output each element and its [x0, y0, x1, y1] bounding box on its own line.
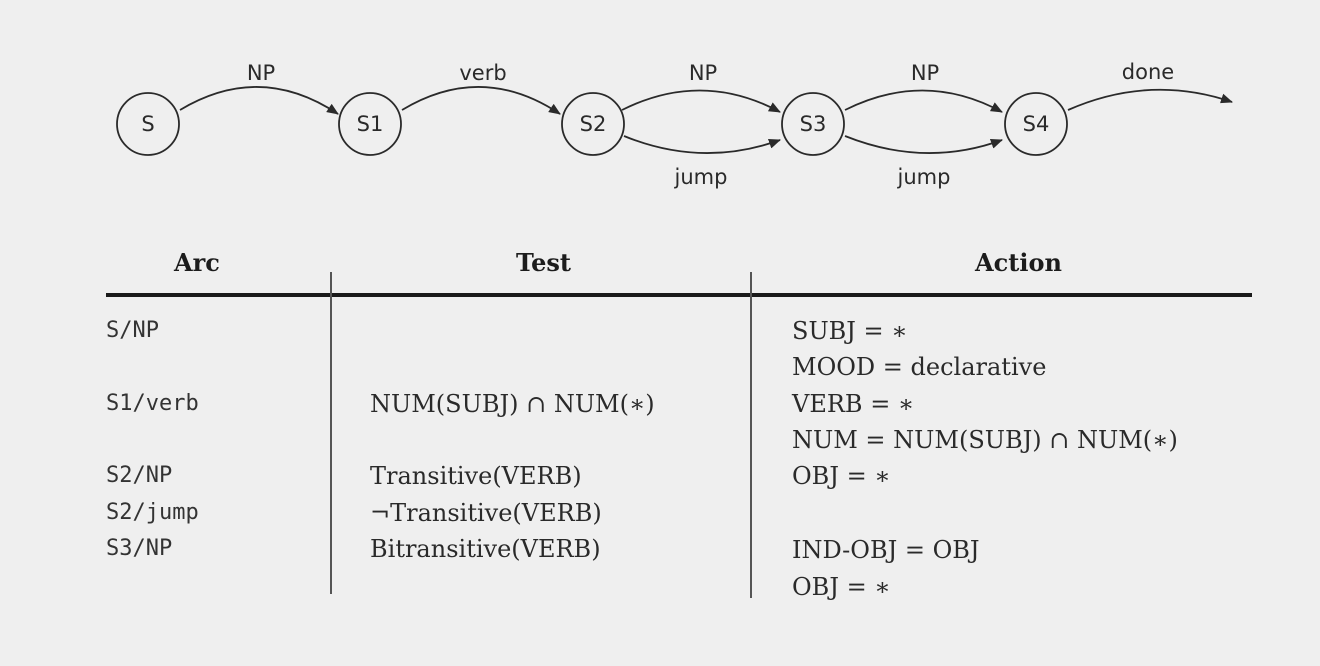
arc-label-s3-np: NP — [911, 61, 939, 85]
state-s: S — [116, 92, 180, 156]
arc-cell: S2/NP — [106, 463, 173, 488]
arc-s3-to-s4-jump — [844, 135, 1003, 154]
arc-s2-to-s3-np — [621, 89, 781, 113]
arc-cell: S/NP — [106, 318, 159, 343]
state-label: S3 — [800, 112, 827, 136]
state-s2: S2 — [561, 92, 625, 156]
transition-network-diagram: S S1 S2 S3 S4 NP verb NP jump NP jump do… — [116, 60, 1233, 189]
arc-s3-to-s4-np — [844, 89, 1003, 113]
action-cell: SUBJ = ∗ — [792, 317, 908, 345]
arc-label-s2-jump: jump — [674, 165, 728, 189]
arc-s2-to-s3-jump — [623, 135, 781, 154]
arc-label-s3-jump: jump — [897, 165, 951, 189]
column-divider-2 — [750, 272, 752, 598]
arc-cell: S3/NP — [106, 536, 173, 561]
state-s4: S4 — [1004, 92, 1068, 156]
arc-label-s4-done: done — [1122, 60, 1174, 84]
test-cell: NUM(SUBJ) ∩ NUM(∗) — [370, 390, 655, 418]
state-label: S2 — [580, 112, 607, 136]
arc-label-s2-np: NP — [689, 61, 717, 85]
arc-s1-to-s2 — [401, 86, 561, 115]
arc-cell: S1/verb — [106, 391, 199, 416]
action-cell: IND-OBJ = OBJ — [792, 536, 980, 564]
arc-label-s-np: NP — [247, 61, 275, 85]
state-s1: S1 — [338, 92, 402, 156]
header-arc: Arc — [174, 248, 220, 277]
test-cell: Bitransitive(VERB) — [370, 535, 601, 563]
state-s3: S3 — [781, 92, 845, 156]
arc-label-s1-verb: verb — [459, 61, 506, 85]
arc-s-to-s1 — [179, 86, 339, 115]
test-cell: ¬Transitive(VERB) — [370, 499, 602, 527]
action-cell: OBJ = ∗ — [792, 573, 891, 601]
action-cell: OBJ = ∗ — [792, 462, 891, 490]
arc-cell: S2/jump — [106, 500, 199, 525]
arc-s4-done — [1067, 88, 1233, 111]
header-action: Action — [975, 248, 1062, 277]
header-test: Test — [516, 248, 571, 277]
test-cell: Transitive(VERB) — [370, 462, 582, 490]
action-cell: MOOD = declarative — [792, 353, 1047, 381]
header-rule — [106, 293, 1252, 297]
action-cell: NUM = NUM(SUBJ) ∩ NUM(∗) — [792, 426, 1178, 454]
action-cell: VERB = ∗ — [792, 390, 915, 418]
state-label: S4 — [1023, 112, 1050, 136]
state-label: S1 — [357, 112, 384, 136]
column-divider-1 — [330, 272, 332, 594]
state-label: S — [141, 112, 154, 136]
